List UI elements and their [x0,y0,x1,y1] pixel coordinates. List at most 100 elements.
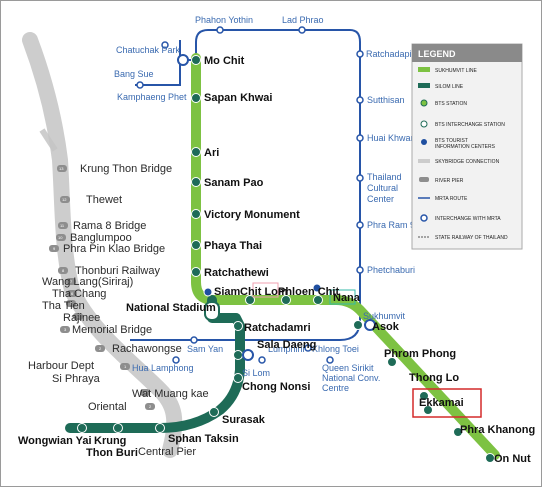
svg-text:On Nut: On Nut [494,453,531,465]
svg-text:Sam Yan: Sam Yan [187,344,223,354]
svg-text:Phahon Yothin: Phahon Yothin [195,15,253,25]
svg-text:Wongwian Yai: Wongwian Yai [18,435,92,447]
legend: LEGEND SUKHUMVIT LINE SILOM LINE BTS STA… [411,43,523,250]
svg-text:2: 2 [99,346,102,351]
svg-text:11: 11 [60,223,65,228]
svg-text:Chatuchak Park: Chatuchak Park [116,45,181,55]
svg-text:BTS TOURIST: BTS TOURIST [435,138,468,144]
svg-text:Siam: Siam [214,286,241,298]
svg-text:Harbour Dept: Harbour Dept [28,360,94,372]
svg-text:5: 5 [70,301,73,306]
svg-text:Chong Nonsi: Chong Nonsi [242,381,310,393]
svg-text:13: 13 [59,166,64,171]
svg-text:Ratchadamri: Ratchadamri [244,322,311,334]
svg-text:Phra Pin Klao Bridge: Phra Pin Klao Bridge [63,243,165,255]
silom-line [65,295,245,433]
svg-text:Tha Chang: Tha Chang [52,288,106,300]
svg-text:Cultural: Cultural [367,183,398,193]
svg-text:Surasak: Surasak [222,414,266,426]
svg-text:Oriental: Oriental [88,401,127,413]
pier-markers [49,165,155,410]
svg-text:Si Lom: Si Lom [242,368,270,378]
pier-labels: Krung Thon Bridge Thewet Rama 8 Bridge B… [28,163,209,458]
svg-text:7: 7 [70,279,73,284]
svg-text:Si Phraya: Si Phraya [52,373,101,385]
svg-text:2: 2 [149,404,152,409]
svg-text:Ratchathewi: Ratchathewi [204,267,269,279]
svg-text:8: 8 [62,268,65,273]
svg-text:SKYBRIDGE CONNECTION: SKYBRIDGE CONNECTION [435,159,500,165]
svg-text:Sanam Pao: Sanam Pao [204,177,264,189]
svg-text:Rama 8 Bridge: Rama 8 Bridge [73,220,146,232]
svg-text:Sapan Khwai: Sapan Khwai [204,92,272,104]
sukhumvit-line [191,53,500,460]
svg-text:Tha Tien: Tha Tien [42,300,85,312]
svg-text:Nana: Nana [333,292,361,304]
bts-station-labels: Mo Chit Sapan Khwai Ari Sanam Pao Victor… [18,55,535,465]
svg-text:Rachawongse: Rachawongse [112,343,182,355]
svg-text:Khlong Toei: Khlong Toei [312,344,359,354]
svg-text:Hua Lamphong: Hua Lamphong [132,363,194,373]
svg-text:STATE RAILWAY OF THAILAND: STATE RAILWAY OF THAILAND [435,235,508,241]
sukhumvit-station-dots [191,55,495,463]
svg-text:Center: Center [367,194,394,204]
svg-text:Centre: Centre [322,383,349,393]
svg-text:Asok: Asok [372,321,400,333]
svg-text:Sala Daeng: Sala Daeng [257,339,316,351]
svg-text:Memorial Bridge: Memorial Bridge [72,324,152,336]
svg-text:1: 1 [124,364,127,369]
svg-text:Lumphini: Lumphini [268,344,305,354]
svg-text:Victory Monument: Victory Monument [204,209,300,221]
svg-text:INFORMATION CENTERS: INFORMATION CENTERS [435,144,496,150]
svg-text:LEGEND: LEGEND [418,49,456,59]
svg-text:SUKHUMVIT LINE: SUKHUMVIT LINE [435,68,478,74]
svg-text:Krung: Krung [94,435,126,447]
svg-text:1: 1 [144,390,147,395]
svg-text:9: 9 [53,246,56,251]
svg-text:Wang Lang(Siriraj): Wang Lang(Siriraj) [42,276,133,288]
svg-text:Phloen Chit: Phloen Chit [278,286,339,298]
svg-text:RIVER PIER: RIVER PIER [435,178,464,184]
mrt-stations [136,26,364,364]
svg-text:Central Pier: Central Pier [138,446,196,458]
svg-text:Phrom Phong: Phrom Phong [384,348,456,360]
svg-text:12: 12 [62,197,67,202]
svg-text:Banglumpoo: Banglumpoo [70,232,132,244]
svg-text:BTS INTERCHANGE STATION: BTS INTERCHANGE STATION [435,122,505,128]
svg-text:INTERCHANGE WITH MRTA: INTERCHANGE WITH MRTA [435,216,501,222]
svg-text:MRTA ROUTE: MRTA ROUTE [435,196,468,202]
svg-text:4: 4 [77,314,80,319]
svg-text:Sukhumvit: Sukhumvit [363,311,406,321]
svg-text:Queen Sirikit: Queen Sirikit [322,363,374,373]
interchange-stations [177,54,376,361]
nana-highlight [329,289,356,305]
svg-text:Kamphaeng Phet: Kamphaeng Phet [117,92,187,102]
svg-text:BTS STATION: BTS STATION [435,101,467,107]
svg-text:Ratchadapisek: Ratchadapisek [366,49,426,59]
river-branch [39,128,58,152]
svg-text:Thailand: Thailand [367,172,402,182]
mrt-labels: Phahon Yothin Lad Phrao Ratchadapisek Ch… [114,15,426,393]
svg-text:6: 6 [71,291,74,296]
svg-text:Thewet: Thewet [86,194,122,206]
svg-text:Thonburi Railway: Thonburi Railway [75,265,160,277]
svg-text:Sutthisan: Sutthisan [367,95,405,105]
svg-text:Wat Muang kae: Wat Muang kae [132,388,209,400]
svg-text:Ari: Ari [204,147,219,159]
svg-text:National Stadium: National Stadium [126,302,216,314]
ekkamai-highlight-box [412,388,482,418]
silom-station-dots [77,321,243,433]
svg-text:Thon Buri: Thon Buri [86,447,138,459]
svg-text:10: 10 [58,235,63,240]
svg-text:Sphan Taksin: Sphan Taksin [168,433,239,445]
siam-chitlom-highlight [252,282,279,298]
svg-text:Chit Lom: Chit Lom [240,286,288,298]
svg-text:Rajinee: Rajinee [63,312,100,324]
svg-text:National Conv.: National Conv. [322,373,380,383]
svg-text:Phetchaburi: Phetchaburi [367,265,415,275]
svg-text:Mo Chit: Mo Chit [204,55,245,67]
svg-text:3: 3 [64,327,67,332]
svg-text:Phra Ram 9: Phra Ram 9 [367,220,415,230]
pier-codes: 13 12 11 10 9 8 7 6 5 4 3 2 1 1 2 [53,166,152,409]
